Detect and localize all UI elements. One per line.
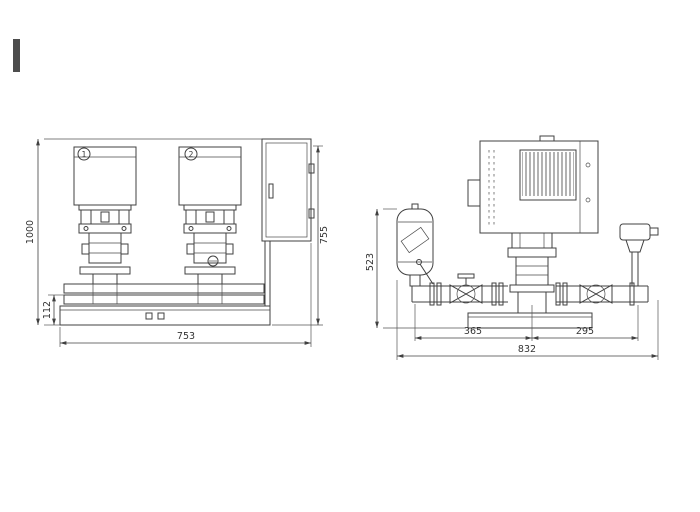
cabinet-hinge-top	[308, 163, 315, 174]
side-view	[396, 135, 659, 329]
suction-valve	[449, 273, 483, 304]
dim-front-base-height: 112	[42, 301, 53, 319]
pump1-coupling	[78, 223, 132, 234]
pump2-badge: 2	[184, 147, 198, 161]
discharge-valve	[579, 284, 613, 304]
cabinet-side-box	[467, 179, 481, 207]
dim-front-overall-width: 753	[177, 331, 195, 342]
base-frame-front	[59, 283, 271, 326]
base-frame-side	[467, 312, 593, 329]
control-cabinet-front	[261, 138, 315, 306]
pump2-gauge	[207, 255, 219, 267]
dim-side-group-height: 523	[365, 253, 376, 271]
valve-lever	[419, 263, 434, 285]
front-view: 1 2	[59, 138, 315, 326]
pump2-coupling	[183, 223, 237, 234]
pump-1	[73, 146, 137, 285]
pump-2	[178, 146, 242, 285]
dim-side-overall-depth: 832	[518, 344, 536, 355]
pump1-sleeve	[88, 232, 122, 264]
diaphragm-tank	[396, 203, 434, 287]
page-edge-mark	[13, 39, 20, 72]
motor-cap	[539, 135, 555, 142]
manifold-lower	[63, 294, 265, 305]
dim-front-total-height: 1000	[25, 220, 36, 244]
pump2-number: 2	[189, 150, 194, 159]
side-dimensions: 523 365 295 832	[365, 208, 659, 360]
front-dimensions: 1000 112 753 755	[25, 138, 330, 347]
pump-side-sleeve	[515, 256, 549, 286]
cabinet-body	[261, 138, 312, 242]
cabinet-handle	[268, 183, 274, 199]
base-plate-side	[467, 312, 593, 329]
manifold-upper	[63, 283, 265, 294]
pump1-badge: 1	[77, 147, 91, 161]
motor-cooling-fins	[522, 152, 574, 196]
tank-label-plate	[400, 226, 430, 254]
pump1-number: 1	[82, 150, 87, 159]
cabinet-door	[265, 142, 308, 238]
valve-actuator	[619, 223, 659, 287]
tank-shell	[396, 208, 434, 276]
dim-side-pump-to-port: 295	[576, 326, 594, 337]
pump2-sleeve	[193, 232, 227, 264]
manifold-side	[411, 223, 659, 306]
base-plate-front	[59, 305, 271, 326]
dim-front-unit-height: 755	[319, 226, 330, 244]
cabinet-hinge-bottom	[308, 208, 315, 219]
motor-side	[519, 149, 577, 201]
control-cabinet-side	[467, 135, 599, 234]
pump-side	[507, 232, 557, 314]
dim-side-tank-to-pump: 365	[464, 326, 482, 337]
